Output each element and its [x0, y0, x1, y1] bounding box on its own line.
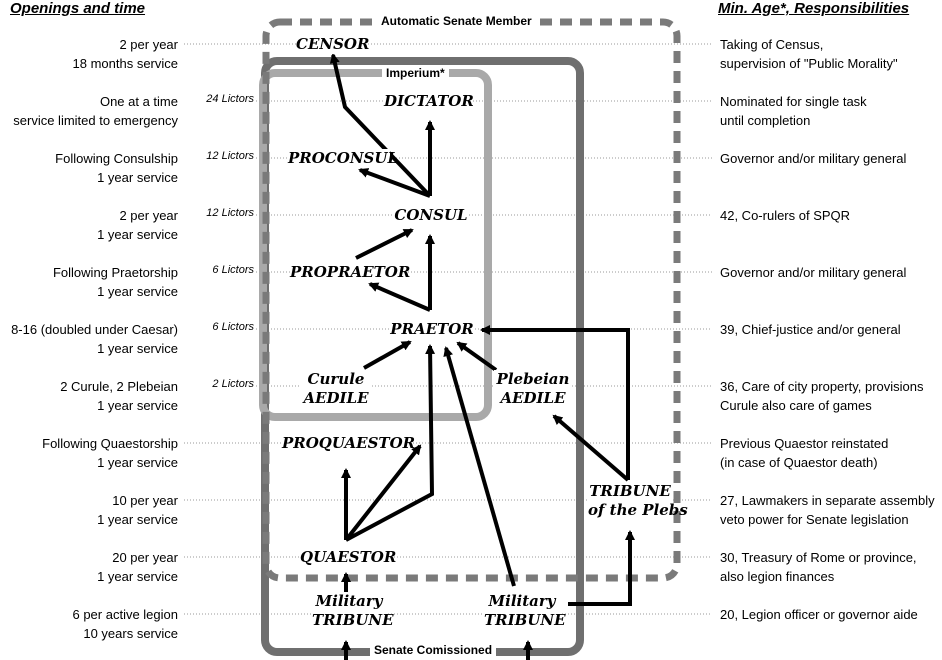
openings-row: Following Quaestorship 1 year service: [0, 434, 178, 472]
responsibilities-row: 27, Lawmakers in separate assembly veto p…: [720, 491, 942, 529]
arrow-consul-to-proconsul: [358, 168, 431, 198]
imperium-label: Imperium*: [382, 66, 449, 80]
openings-row: Following Consulship 1 year service: [0, 149, 178, 187]
imperium-box: [259, 69, 492, 421]
responsibility-line: Governor and/or military general: [720, 151, 907, 166]
office-proquaestor: PROQUAESTOR: [282, 434, 416, 453]
openings-line: 20 per year: [112, 550, 178, 565]
lictors-label: 12 Lictors: [206, 207, 254, 219]
right-column-header: Min. Age*, Responsibilities: [718, 0, 910, 17]
responsibility-line: (in case of Quaestor death): [720, 455, 878, 470]
lictors-label: 6 Lictors: [212, 321, 254, 333]
responsibility-line: Previous Quaestor reinstated: [720, 436, 889, 451]
lictors-label: 12 Lictors: [206, 150, 254, 162]
responsibilities-row: Previous Quaestor reinstated (in case of …: [720, 434, 942, 472]
office-propraetor: PROPRAETOR: [290, 263, 411, 282]
responsibility-line: until completion: [720, 113, 811, 128]
lictors-label: 24 Lictors: [206, 93, 254, 105]
responsibility-line: 20, Legion officer or governor aide: [720, 607, 918, 622]
office-quaestor: QUAESTOR: [300, 548, 397, 567]
responsibility-line: Taking of Census,: [720, 37, 824, 52]
responsibilities-row: Taking of Census, supervision of "Public …: [720, 35, 942, 73]
responsibility-line: 30, Treasury of Rome or province,: [720, 550, 917, 565]
responsibilities-row: 39, Chief-justice and/or general: [720, 320, 942, 339]
openings-line: 2 per year: [119, 208, 178, 223]
arrow-tribune-to-praetor: [480, 325, 630, 480]
openings-row: 8-16 (doubled under Caesar) 1 year servic…: [0, 320, 178, 358]
lictors-label: 2 Lictors: [212, 378, 254, 390]
openings-line: 1 year service: [97, 284, 178, 299]
openings-line: 8-16 (doubled under Caesar): [11, 322, 178, 337]
responsibilities-row: Nominated for single task until completio…: [720, 92, 942, 130]
openings-line: 10 years service: [83, 626, 178, 641]
responsibility-line: Governor and/or military general: [720, 265, 907, 280]
openings-line: 1 year service: [97, 227, 178, 242]
responsibility-line: 27, Lawmakers in separate assembly: [720, 493, 935, 508]
arrow-propraetor-to-consul: [355, 228, 414, 260]
responsibility-line: 36, Care of city property, provisions: [720, 379, 924, 394]
office-consul: CONSUL: [394, 206, 468, 225]
responsibilities-row: 20, Legion officer or governor aide: [720, 605, 942, 624]
openings-line: 10 per year: [112, 493, 178, 508]
responsibilities-row: 42, Co-rulers of SPQR: [720, 206, 942, 225]
openings-line: 1 year service: [97, 398, 178, 413]
responsibility-line: also legion finances: [720, 569, 835, 584]
openings-row: Following Praetorship 1 year service: [0, 263, 178, 301]
openings-line: 1 year service: [97, 455, 178, 470]
arrow-miltribune-to-tribune: [568, 530, 635, 606]
office-praetor: PRAETOR: [390, 320, 474, 339]
senate-commissioned-label: Senate Comissioned: [370, 643, 497, 657]
openings-row: 2 per year 1 year service: [0, 206, 178, 244]
arrow-quaestor-to-praetor: [345, 344, 436, 542]
office-dictator: DICTATOR: [384, 92, 474, 111]
responsibilities-row: 30, Treasury of Rome or province, also le…: [720, 548, 942, 586]
openings-line: 1 year service: [97, 512, 178, 527]
openings-line: 2 per year: [119, 37, 178, 52]
openings-line: service limited to emergency: [13, 113, 178, 128]
openings-line: Following Consulship: [55, 151, 178, 166]
openings-line: 2 Curule, 2 Plebeian: [60, 379, 178, 394]
openings-line: 18 months service: [72, 56, 179, 71]
automatic-senate-label: Automatic Senate Member: [377, 14, 536, 28]
arrow-curule-to-praetor: [363, 340, 412, 370]
arrow-consul-to-censor: [329, 53, 432, 198]
arrow-miltribune-to-praetor: [443, 346, 516, 587]
left-column-header: Openings and time: [10, 0, 146, 17]
responsibility-line: supervision of "Public Morality": [720, 56, 898, 71]
lictors-label: 6 Lictors: [212, 264, 254, 276]
openings-line: 1 year service: [97, 569, 178, 584]
arrow-tribune-to-plebeian: [552, 414, 630, 482]
career-arrows: [329, 53, 635, 660]
openings-row: One at a time service limited to emergenc…: [0, 92, 178, 130]
openings-row: 2 per year 18 months service: [0, 35, 179, 73]
openings-line: Following Quaestorship: [42, 436, 178, 451]
openings-line: 1 year service: [97, 341, 178, 356]
responsibility-line: Curule also care of games: [720, 398, 872, 413]
openings-line: Following Praetorship: [52, 265, 178, 280]
openings-line: One at a time: [99, 94, 178, 109]
responsibilities-row: Governor and/or military general: [720, 263, 942, 282]
openings-row: 10 per year 1 year service: [0, 491, 178, 529]
responsibility-line: Nominated for single task: [720, 94, 867, 109]
openings-line: 6 per active legion: [72, 607, 178, 622]
openings-row: 6 per active legion 10 years service: [0, 605, 178, 643]
arrow-quaestor-to-proquaestor: [344, 444, 422, 542]
openings-row: 2 Curule, 2 Plebeian 1 year service: [0, 377, 178, 415]
responsibilities-row: Governor and/or military general: [720, 149, 942, 168]
office-censor: CENSOR: [296, 35, 370, 54]
arrow-plebeian-to-praetor: [456, 341, 498, 372]
office-proconsul: PROCONSUL: [288, 149, 398, 168]
arrow-praetor-to-propraetor: [368, 282, 431, 312]
responsibility-line: 42, Co-rulers of SPQR: [720, 208, 851, 223]
responsibility-line: veto power for Senate legislation: [720, 512, 909, 527]
openings-line: 1 year service: [97, 170, 178, 185]
responsibility-line: 39, Chief-justice and/or general: [720, 322, 901, 337]
openings-row: 20 per year 1 year service: [0, 548, 178, 586]
